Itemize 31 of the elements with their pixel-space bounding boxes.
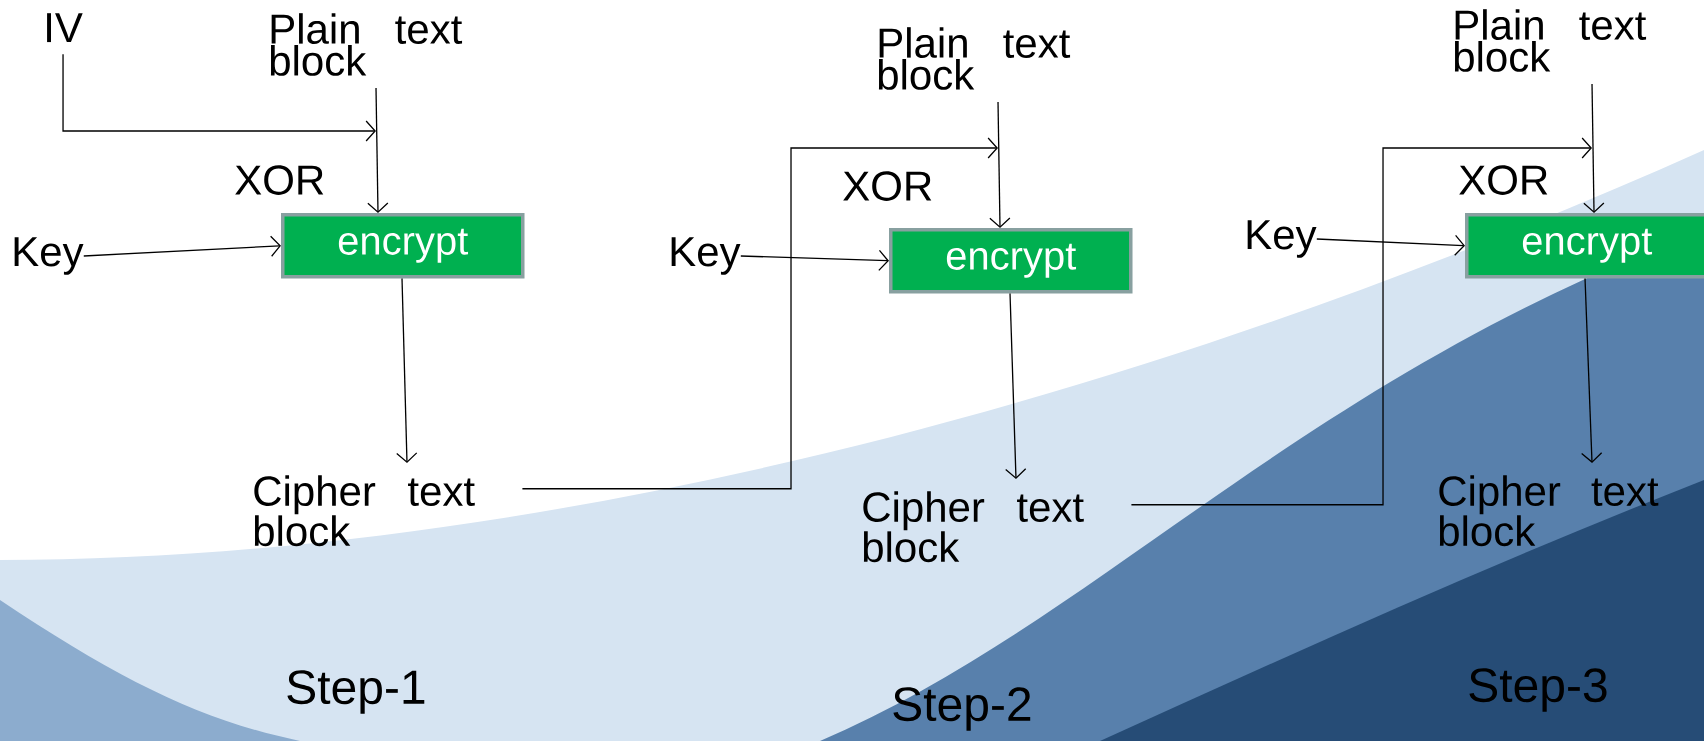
- arrow: [1581, 277, 1603, 463]
- arrow: [989, 101, 1011, 228]
- node-label: Plain text block: [878, 27, 1071, 90]
- xor-label: XOR: [1459, 165, 1548, 195]
- arrow: [740, 249, 889, 272]
- step-label: Step-3: [1469, 668, 1607, 712]
- arrow: [1130, 137, 1593, 506]
- node-label: Plain text block: [1454, 9, 1647, 72]
- node-label: Plain text block: [270, 13, 463, 76]
- arrow: [62, 53, 376, 142]
- arrow: [367, 87, 389, 213]
- encrypt-box: encrypt: [889, 228, 1133, 294]
- arrow: [1316, 234, 1466, 256]
- node-label: Key: [671, 237, 741, 275]
- node-label: Cipher text block: [254, 475, 475, 547]
- node-label: Cipher text block: [1439, 475, 1659, 547]
- encrypt-box: encrypt: [1465, 213, 1704, 279]
- xor-label: XOR: [235, 165, 324, 195]
- step-label: Step-2: [893, 687, 1031, 731]
- arrow: [1005, 292, 1027, 479]
- arrow: [83, 235, 281, 257]
- arrow: [1583, 83, 1605, 213]
- node-label: Key: [14, 237, 84, 275]
- encrypt-box: encrypt: [281, 213, 525, 279]
- node-label: Cipher text block: [863, 491, 1084, 563]
- node-label: Key: [1247, 220, 1317, 258]
- xor-label: XOR: [843, 171, 932, 201]
- node-label: IV: [47, 13, 83, 43]
- arrow: [396, 277, 418, 463]
- arrow: [521, 137, 998, 490]
- step-label: Step-1: [287, 670, 425, 714]
